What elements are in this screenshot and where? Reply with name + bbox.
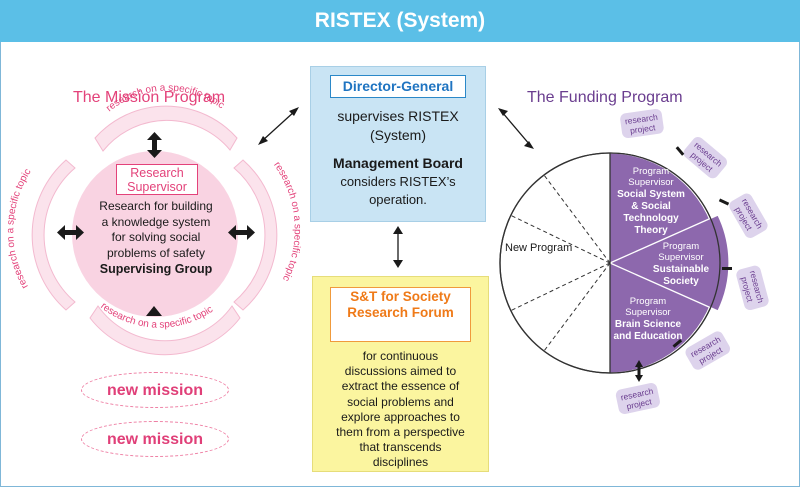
research-supervisor-label: Research Supervisor <box>116 164 198 195</box>
mission-arrow-left <box>57 225 84 240</box>
svg-text:Brain Science: Brain Science <box>615 319 682 330</box>
mission-line: a knowledge system <box>101 214 211 229</box>
new-mission-ellipse: new mission <box>81 421 229 457</box>
new-program-label: New Program <box>505 242 572 254</box>
svg-text:Program: Program <box>663 241 700 252</box>
dg-text-2: (System) <box>370 127 426 143</box>
research-project-tag: research project <box>729 193 768 238</box>
sector-sustainable-society: Program Supervisor Sustainable Society <box>653 241 710 287</box>
research-project-tag: research project <box>736 265 769 311</box>
research-project-tag: research project <box>620 108 664 139</box>
svg-text:Sustainable: Sustainable <box>653 264 710 275</box>
svg-text:& Social: & Social <box>631 201 671 212</box>
forum-box: S&T for Society Research Forum for conti… <box>312 276 489 472</box>
forum-line: for continuous <box>362 349 439 363</box>
new-mission-ellipse: new mission <box>81 372 229 408</box>
svg-text:Supervisor: Supervisor <box>628 177 673 188</box>
supervising-group-label: Supervising Group <box>99 262 213 276</box>
director-general-box: Director-General supervises RISTEX (Syst… <box>310 66 486 222</box>
forum-line: explore approaches to <box>341 409 460 424</box>
management-board-label: Management Board <box>333 155 463 171</box>
svg-text:research: research <box>624 112 658 127</box>
svg-text:Supervisor: Supervisor <box>658 252 703 263</box>
header-title: RISTEX (System) <box>0 0 800 42</box>
forum-line: social problems and <box>347 394 454 409</box>
forum-label: S&T for Society Research Forum <box>330 287 471 342</box>
svg-text:Supervisor: Supervisor <box>625 307 670 318</box>
board-text-2: operation. <box>369 192 427 207</box>
mission-line: for solving social <box>111 230 201 244</box>
director-general-label: Director-General <box>330 75 466 98</box>
research-project-tag: research project <box>683 136 727 179</box>
svg-text:Social System: Social System <box>617 189 685 200</box>
svg-text:Theory: Theory <box>634 225 668 236</box>
funding-program-title: The Funding Program <box>527 89 683 106</box>
svg-text:and Education: and Education <box>614 331 683 342</box>
dg-text-1: supervises RISTEX <box>337 108 459 124</box>
mission-arrow-top <box>147 132 162 158</box>
topic-label-left: research on a specific topic <box>5 167 33 290</box>
mission-arrow-bottom <box>146 306 162 316</box>
sector-social-system: Program Supervisor Social System & Socia… <box>617 166 685 236</box>
svg-text:Program: Program <box>633 166 670 177</box>
mission-description: Research for building a knowledge system… <box>76 199 236 278</box>
svg-text:Society: Society <box>663 276 699 287</box>
forum-line: that transcends <box>359 440 442 455</box>
svg-text:research on a specific topic: research on a specific topic <box>5 167 33 290</box>
mission-line: Research for building <box>99 199 213 213</box>
mission-program-title: The Mission Program <box>73 89 226 106</box>
mission-arrow-right <box>228 225 255 240</box>
project-arrow <box>635 146 732 382</box>
arrow-director-forum <box>393 226 403 268</box>
svg-text:project: project <box>629 122 656 136</box>
research-project-tag: research project <box>615 383 660 414</box>
arrow-director-funding <box>498 108 534 149</box>
board-text-1: considers RISTEX’s <box>340 174 456 189</box>
forum-description: for continuous discussions aimed to extr… <box>317 349 484 471</box>
svg-text:Technology: Technology <box>623 213 679 224</box>
mission-line: problems of safety <box>106 245 206 260</box>
sector-brain-science: Program Supervisor Brain Science and Edu… <box>614 296 683 342</box>
svg-text:Program: Program <box>630 296 667 307</box>
forum-line: discussions aimed to <box>344 364 457 379</box>
funding-pie <box>499 152 730 374</box>
forum-line: extract the essence of <box>341 379 460 394</box>
forum-line: them from a perspective <box>336 425 465 440</box>
arrow-mission-director <box>258 107 299 145</box>
forum-line: disciplines <box>372 455 429 470</box>
